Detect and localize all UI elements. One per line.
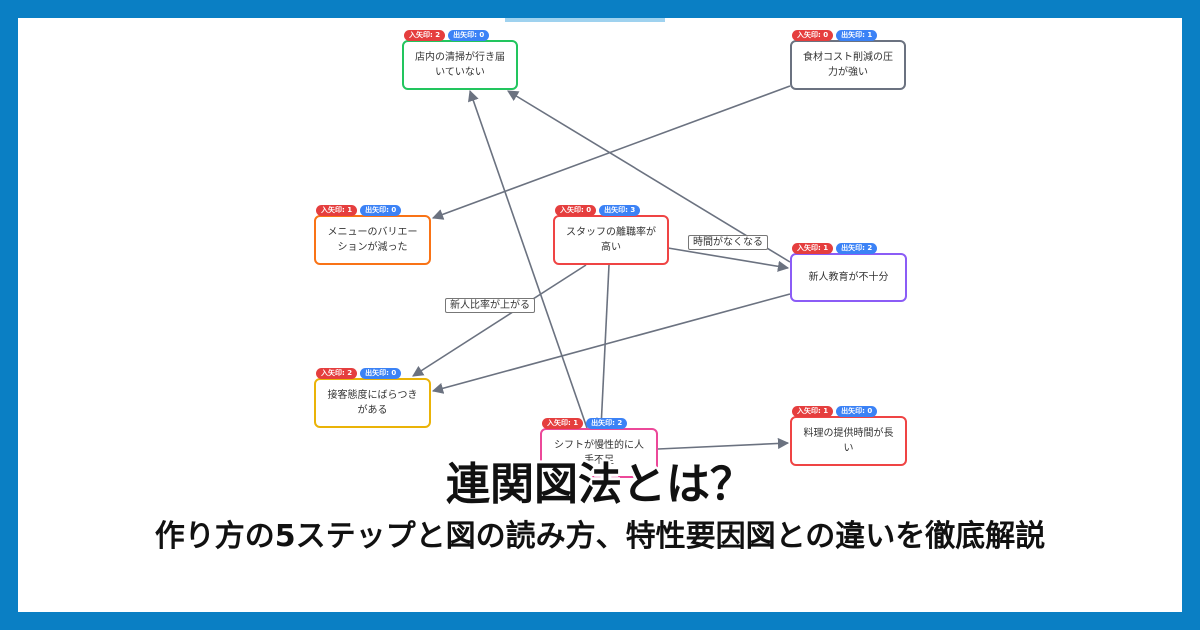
edge-shift-to-cleaning bbox=[468, 89, 588, 429]
in-arrow-badge: 入矢印: 1 bbox=[792, 243, 834, 254]
edge-turnover-to-service bbox=[412, 264, 587, 377]
in-arrow-badge: 入矢印: 1 bbox=[316, 205, 358, 216]
node-label: 接客態度にばらつきがある bbox=[327, 390, 418, 416]
node-cleaning[interactable]: 入矢印: 2 出矢印: 0 店内の清掃が行き届いていない bbox=[402, 30, 518, 90]
node-label: スタッフの離職率が高い bbox=[566, 227, 656, 253]
in-arrow-badge: 入矢印: 2 bbox=[404, 30, 446, 41]
node-shift[interactable]: 入矢印: 1 出矢印: 2 シフトが慢性的に人手不足 bbox=[540, 418, 658, 478]
page-subtitle: 作り方の5ステップと図の読み方、特性要因図との違いを徹底解説 bbox=[154, 519, 1046, 554]
edge-turnover-to-training bbox=[667, 247, 790, 272]
in-arrow-badge: 入矢印: 0 bbox=[555, 205, 597, 216]
node-food-cost[interactable]: 入矢印: 0 出矢印: 1 食材コスト削減の圧力が強い bbox=[790, 30, 906, 90]
out-arrow-badge: 出矢印: 2 bbox=[836, 243, 878, 254]
out-arrow-badge: 出矢印: 0 bbox=[448, 30, 490, 41]
node-label: 新人教育が不十分 bbox=[808, 272, 889, 283]
node-badges: 入矢印: 2 出矢印: 0 bbox=[316, 368, 402, 379]
node-badges: 入矢印: 1 出矢印: 2 bbox=[792, 243, 878, 254]
edge-training-to-cleaning bbox=[507, 90, 791, 263]
node-badges: 入矢印: 1 出矢印: 2 bbox=[542, 418, 628, 429]
content-panel bbox=[18, 18, 1182, 612]
node-label: 食材コスト削減の圧力が強い bbox=[803, 52, 893, 78]
node-label: 店内の清掃が行き届いていない bbox=[415, 52, 505, 78]
page-title: 連関図法とは？ bbox=[446, 459, 754, 510]
in-arrow-badge: 入矢印: 0 bbox=[792, 30, 834, 41]
top-accent-bar bbox=[505, 18, 665, 22]
edge-training-to-service bbox=[431, 293, 791, 394]
node-badges: 入矢印: 0 出矢印: 3 bbox=[555, 205, 641, 216]
edge-turnover-to-shift bbox=[595, 264, 610, 430]
node-menu[interactable]: 入矢印: 1 出矢印: 0 メニューのバリエーションが減った bbox=[314, 205, 431, 265]
edge-food-cost-to-menu bbox=[431, 85, 791, 220]
edge-shift-to-serve-time bbox=[657, 437, 790, 450]
edge-label-turnover-training: 時間がなくなる bbox=[688, 235, 768, 250]
in-arrow-badge: 入矢印: 1 bbox=[792, 406, 834, 417]
out-arrow-badge: 出矢印: 3 bbox=[599, 205, 641, 216]
title-block: 連関図法とは？ 作り方の5ステップと図の読み方、特性要因図との違いを徹底解説 bbox=[0, 455, 1200, 557]
node-turnover[interactable]: 入矢印: 0 出矢印: 3 スタッフの離職率が高い bbox=[553, 205, 669, 265]
node-badges: 入矢印: 1 出矢印: 0 bbox=[316, 205, 402, 216]
node-badges: 入矢印: 1 出矢印: 0 bbox=[792, 406, 878, 417]
node-label: 料理の提供時間が長い bbox=[803, 428, 894, 454]
out-arrow-badge: 出矢印: 0 bbox=[360, 368, 402, 379]
out-arrow-badge: 出矢印: 2 bbox=[586, 418, 628, 429]
node-label: メニューのバリエーションが減った bbox=[327, 227, 418, 253]
node-training[interactable]: 入矢印: 1 出矢印: 2 新人教育が不十分 bbox=[790, 243, 907, 302]
out-arrow-badge: 出矢印: 1 bbox=[836, 30, 878, 41]
node-badges: 入矢印: 0 出矢印: 1 bbox=[792, 30, 878, 41]
node-service[interactable]: 入矢印: 2 出矢印: 0 接客態度にばらつきがある bbox=[314, 368, 431, 428]
node-serve-time[interactable]: 入矢印: 1 出矢印: 0 料理の提供時間が長い bbox=[790, 406, 907, 466]
out-arrow-badge: 出矢印: 0 bbox=[836, 406, 878, 417]
node-label: シフトが慢性的に人手不足 bbox=[554, 440, 644, 466]
in-arrow-badge: 入矢印: 1 bbox=[542, 418, 584, 429]
in-arrow-badge: 入矢印: 2 bbox=[316, 368, 358, 379]
node-badges: 入矢印: 2 出矢印: 0 bbox=[404, 30, 490, 41]
edge-label-turnover-service: 新人比率が上がる bbox=[445, 298, 535, 313]
out-arrow-badge: 出矢印: 0 bbox=[360, 205, 402, 216]
